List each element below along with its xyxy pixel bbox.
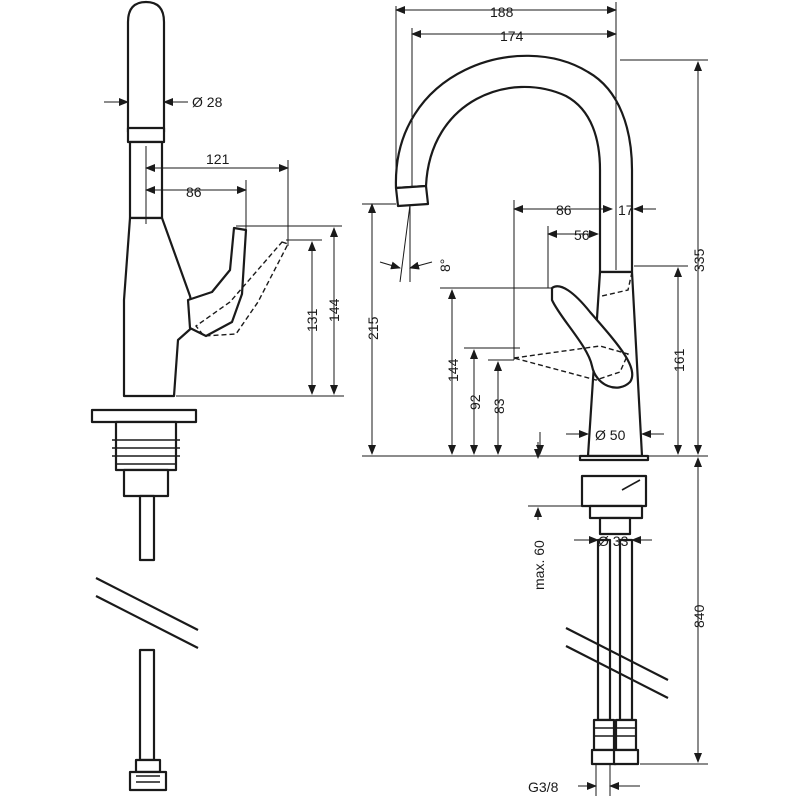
front-dimensions: 188 174 8° 86 17 56 215 335 144 92	[362, 2, 708, 796]
dim-86-front: 86	[556, 202, 572, 218]
dim-188: 188	[490, 4, 514, 20]
dim-174: 174	[500, 28, 524, 44]
dim-840: 840	[691, 604, 707, 628]
front-gooseneck	[394, 54, 634, 274]
dim-diameter-28: Ø 28	[192, 94, 223, 110]
front-lever-alt	[513, 345, 629, 381]
dim-83: 83	[491, 398, 507, 414]
dim-215: 215	[365, 316, 381, 340]
side-view	[90, 0, 289, 792]
side-aerator	[126, 126, 166, 144]
front-hose-left	[596, 538, 612, 722]
dim-max-60: max. 60	[531, 540, 547, 590]
side-spout	[126, 0, 166, 134]
dim-8-degrees: 8°	[437, 259, 453, 272]
dim-335: 335	[691, 248, 707, 272]
side-shank	[114, 420, 178, 472]
side-dimensions: Ø 28 121 86 131 144	[104, 94, 344, 397]
dim-144-side: 144	[326, 298, 342, 322]
dim-56: 56	[574, 227, 590, 243]
front-fitting-right	[614, 718, 638, 752]
dim-131: 131	[304, 308, 320, 332]
side-lever-alt	[194, 241, 289, 337]
dim-161: 161	[671, 348, 687, 372]
dim-g38-thread: G3/8	[528, 779, 559, 795]
front-spout-tip	[394, 184, 430, 208]
side-hose-fitting	[134, 758, 162, 774]
front-fitting-left	[592, 718, 616, 752]
front-view	[394, 54, 669, 766]
dim-diameter-33: Ø 33	[598, 533, 629, 549]
front-break-mark	[565, 627, 669, 681]
side-lower-body	[122, 468, 170, 498]
side-body	[122, 216, 198, 398]
dim-17: 17	[618, 202, 634, 218]
side-lever	[186, 226, 248, 338]
side-break-mark	[95, 577, 199, 631]
front-hose-right	[618, 538, 634, 722]
front-base-plate	[578, 454, 650, 462]
dim-144-front: 144	[445, 358, 461, 382]
dim-92: 92	[467, 394, 483, 410]
side-base-plate	[90, 408, 198, 424]
dim-diameter-50: Ø 50	[595, 427, 626, 443]
side-hose	[138, 494, 156, 562]
front-mount-block	[580, 474, 648, 508]
dim-121: 121	[206, 151, 230, 167]
front-lever	[550, 285, 634, 389]
dim-86-side: 86	[186, 184, 202, 200]
